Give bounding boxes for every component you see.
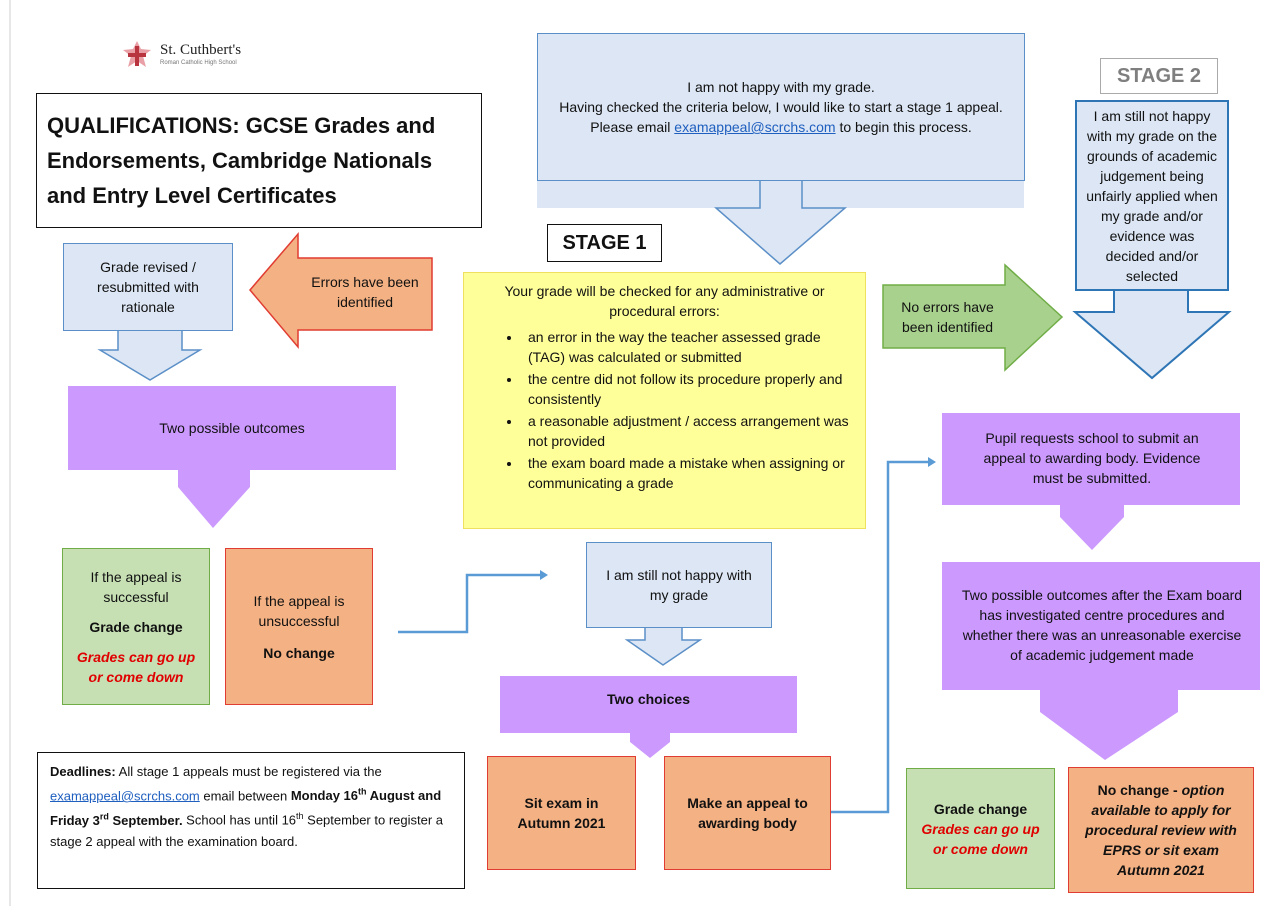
two-outcomes-arrow <box>68 386 396 528</box>
deadlines-text1: All stage 1 appeals must be registered v… <box>115 764 382 779</box>
deadlines-box: Deadlines: All stage 1 appeals must be r… <box>37 752 465 889</box>
deadlines-text2: email between <box>199 788 291 804</box>
unsuccessful-line1: If the appeal is unsuccessful <box>253 592 345 629</box>
stage2-grade-change: Grade change <box>933 800 1028 817</box>
deadlines-text3: School has until 16 <box>182 812 297 828</box>
connector-make-appeal <box>830 460 928 814</box>
top-box-line2: Having checked the criteria below, I wou… <box>559 99 1003 135</box>
deadlines-sup-rd: rd <box>99 811 109 822</box>
exam-outcomes-text: Two possible outcomes after the Exam boa… <box>961 587 1243 663</box>
errors-left-arrow <box>249 231 433 350</box>
exam-outcomes-arrow <box>942 562 1260 760</box>
title-box: QUALIFICATIONS: GCSE Grades and Endorsem… <box>36 93 482 228</box>
stage1-label: STAGE 1 <box>547 224 662 262</box>
school-crest-icon <box>123 41 151 67</box>
deadlines-email-link[interactable]: examappeal@scrchs.com <box>50 788 200 804</box>
page-title: QUALIFICATIONS: GCSE Grades and Endorsem… <box>47 113 436 208</box>
deadlines-label: Deadlines: <box>50 764 116 779</box>
logo-subtitle: Roman Catholic High School <box>160 60 237 66</box>
success-line1: If the appeal is successful <box>90 568 182 605</box>
errors-identified-text: Errors have been identified <box>311 274 419 310</box>
no-errors-right-arrow <box>882 263 1064 372</box>
deadlines-text4: September to register a stage 2 appeal w… <box>50 812 444 849</box>
stage2-grade-change-box: Grade change Grades can go up or come do… <box>906 768 1055 889</box>
criteria-item: the centre did not follow its procedure … <box>522 369 849 409</box>
grade-revised-down-arrow <box>97 329 203 381</box>
pupil-requests-text: Pupil requests school to submit an appea… <box>983 430 1201 486</box>
grade-revised-box: Grade revised / resubmitted with rationa… <box>63 243 233 331</box>
two-choices-arrow <box>500 676 797 758</box>
deadlines-september: September. <box>108 812 183 828</box>
stage2-no-change-box: No change - option available to apply fo… <box>1068 767 1254 893</box>
stage2-down-arrow <box>1072 289 1232 380</box>
stage2-grade-change-note: Grades can go up or come down <box>921 820 1040 857</box>
success-grade-change: Grade change <box>89 618 183 635</box>
criteria-item: an error in the way the teacher assessed… <box>522 327 849 367</box>
sit-exam-box: Sit exam in Autumn 2021 <box>487 756 636 870</box>
deadlines-sup-th2: th <box>296 811 304 822</box>
connector-make-appeal-head <box>928 457 936 467</box>
connector-unsuccessful <box>398 573 540 634</box>
stage2-no-change-option: option available to apply for procedural… <box>1085 782 1237 878</box>
pupil-requests-arrow <box>942 413 1240 550</box>
connector-unsuccessful-head <box>540 570 548 580</box>
two-choices-text: Two choices <box>607 691 690 707</box>
unsuccessful-no-change: No change <box>263 644 335 661</box>
criteria-item: a reasonable adjustment / access arrange… <box>522 411 849 451</box>
stage1-criteria-box: Your grade will be checked for any admin… <box>463 272 866 529</box>
stage1-intro: Your grade will be checked for any admin… <box>504 283 825 319</box>
criteria-list: an error in the way the teacher assessed… <box>480 327 849 493</box>
unsuccessful-box: If the appeal is unsuccessful No change <box>225 548 373 705</box>
top-box-text: Having checked the criteria below, I wou… <box>556 97 1006 137</box>
criteria-item: the exam board made a mistake when assig… <box>522 453 849 493</box>
logo-name: St. Cuthbert's <box>160 42 242 58</box>
top-box-line3: to begin this process. <box>835 119 972 135</box>
two-outcomes-text: Two possible outcomes <box>159 420 305 436</box>
stage2-no-change: No change <box>1097 782 1170 798</box>
stage2-box: I am still not happy with my grade on th… <box>1075 100 1229 291</box>
top-down-arrow-outline <box>714 179 848 265</box>
stage2-label: STAGE 2 <box>1100 58 1218 94</box>
success-red-note: Grades can go up or come down <box>76 648 196 685</box>
deadlines-monday: Monday 16 <box>290 788 359 804</box>
deadlines-date-start: Monday 16th August and Friday 3rd Septem… <box>50 787 442 828</box>
top-box: I am not happy with my grade. Having che… <box>537 33 1025 181</box>
top-box-email-link[interactable]: examappeal@scrchs.com <box>674 119 836 135</box>
still-not-happy-down-arrow <box>624 626 703 666</box>
top-box-line1: I am not happy with my grade. <box>687 79 875 95</box>
success-box: If the appeal is successful Grade change… <box>62 548 210 705</box>
make-appeal-box: Make an appeal to awarding body <box>664 756 831 870</box>
school-logo: St. Cuthbert's Roman Catholic High Schoo… <box>120 36 280 76</box>
no-errors-text: No errors have been identified <box>901 299 994 335</box>
deadlines-sup-th: th <box>358 787 367 797</box>
stage2-no-change-sep: - <box>1169 782 1182 798</box>
deadlines-friday: August and Friday 3 <box>50 788 442 828</box>
stage2-no-change-text: No change - option available to apply fo… <box>1077 780 1245 880</box>
still-not-happy-box: I am still not happy with my grade <box>586 542 772 628</box>
